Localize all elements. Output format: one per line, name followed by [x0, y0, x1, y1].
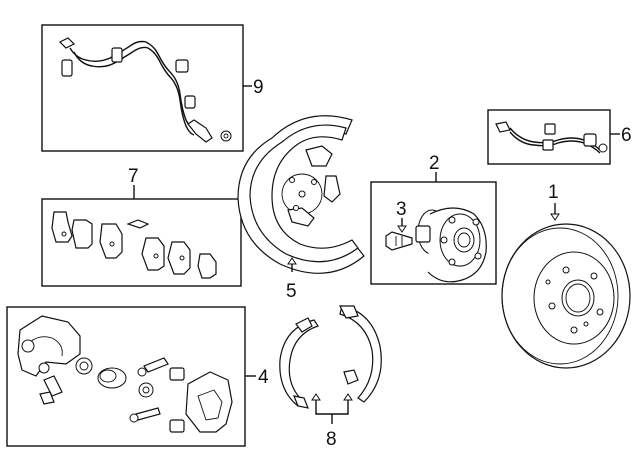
backing-plate-part[interactable]	[237, 115, 365, 274]
hub-bearing-group: 2 3	[370, 153, 497, 285]
parking-shoes-part[interactable]	[279, 305, 382, 409]
callout-9: 9	[253, 77, 264, 98]
rotor-part[interactable]	[501, 223, 631, 369]
wear-sensor-group: 6	[487, 109, 632, 165]
hub-bolt-part[interactable]	[385, 231, 413, 251]
callout-3: 3	[396, 199, 407, 220]
callout-6: 6	[621, 125, 632, 146]
hub-bearing-part[interactable]	[415, 207, 487, 283]
brake-pads-group: 7	[41, 166, 242, 287]
brake-pads-part[interactable]	[51, 211, 217, 279]
abs-sensor-box	[41, 24, 244, 152]
abs-sensor-part[interactable]	[58, 37, 232, 143]
rotor-group: 1	[501, 182, 631, 369]
callout-8: 8	[326, 429, 337, 450]
callout-4: 4	[258, 367, 269, 388]
parking-shoes-group: 8	[279, 305, 382, 450]
backing-plate-group: 5	[237, 115, 365, 302]
callout-7: 7	[128, 166, 139, 187]
callout-5: 5	[286, 281, 297, 302]
callout-2: 2	[429, 153, 440, 174]
abs-sensor-group: 9	[41, 24, 264, 152]
wear-sensor-part[interactable]	[495, 121, 608, 154]
caliper-part[interactable]	[17, 315, 233, 433]
callout-1: 1	[548, 182, 559, 203]
caliper-group: 4	[6, 306, 269, 447]
